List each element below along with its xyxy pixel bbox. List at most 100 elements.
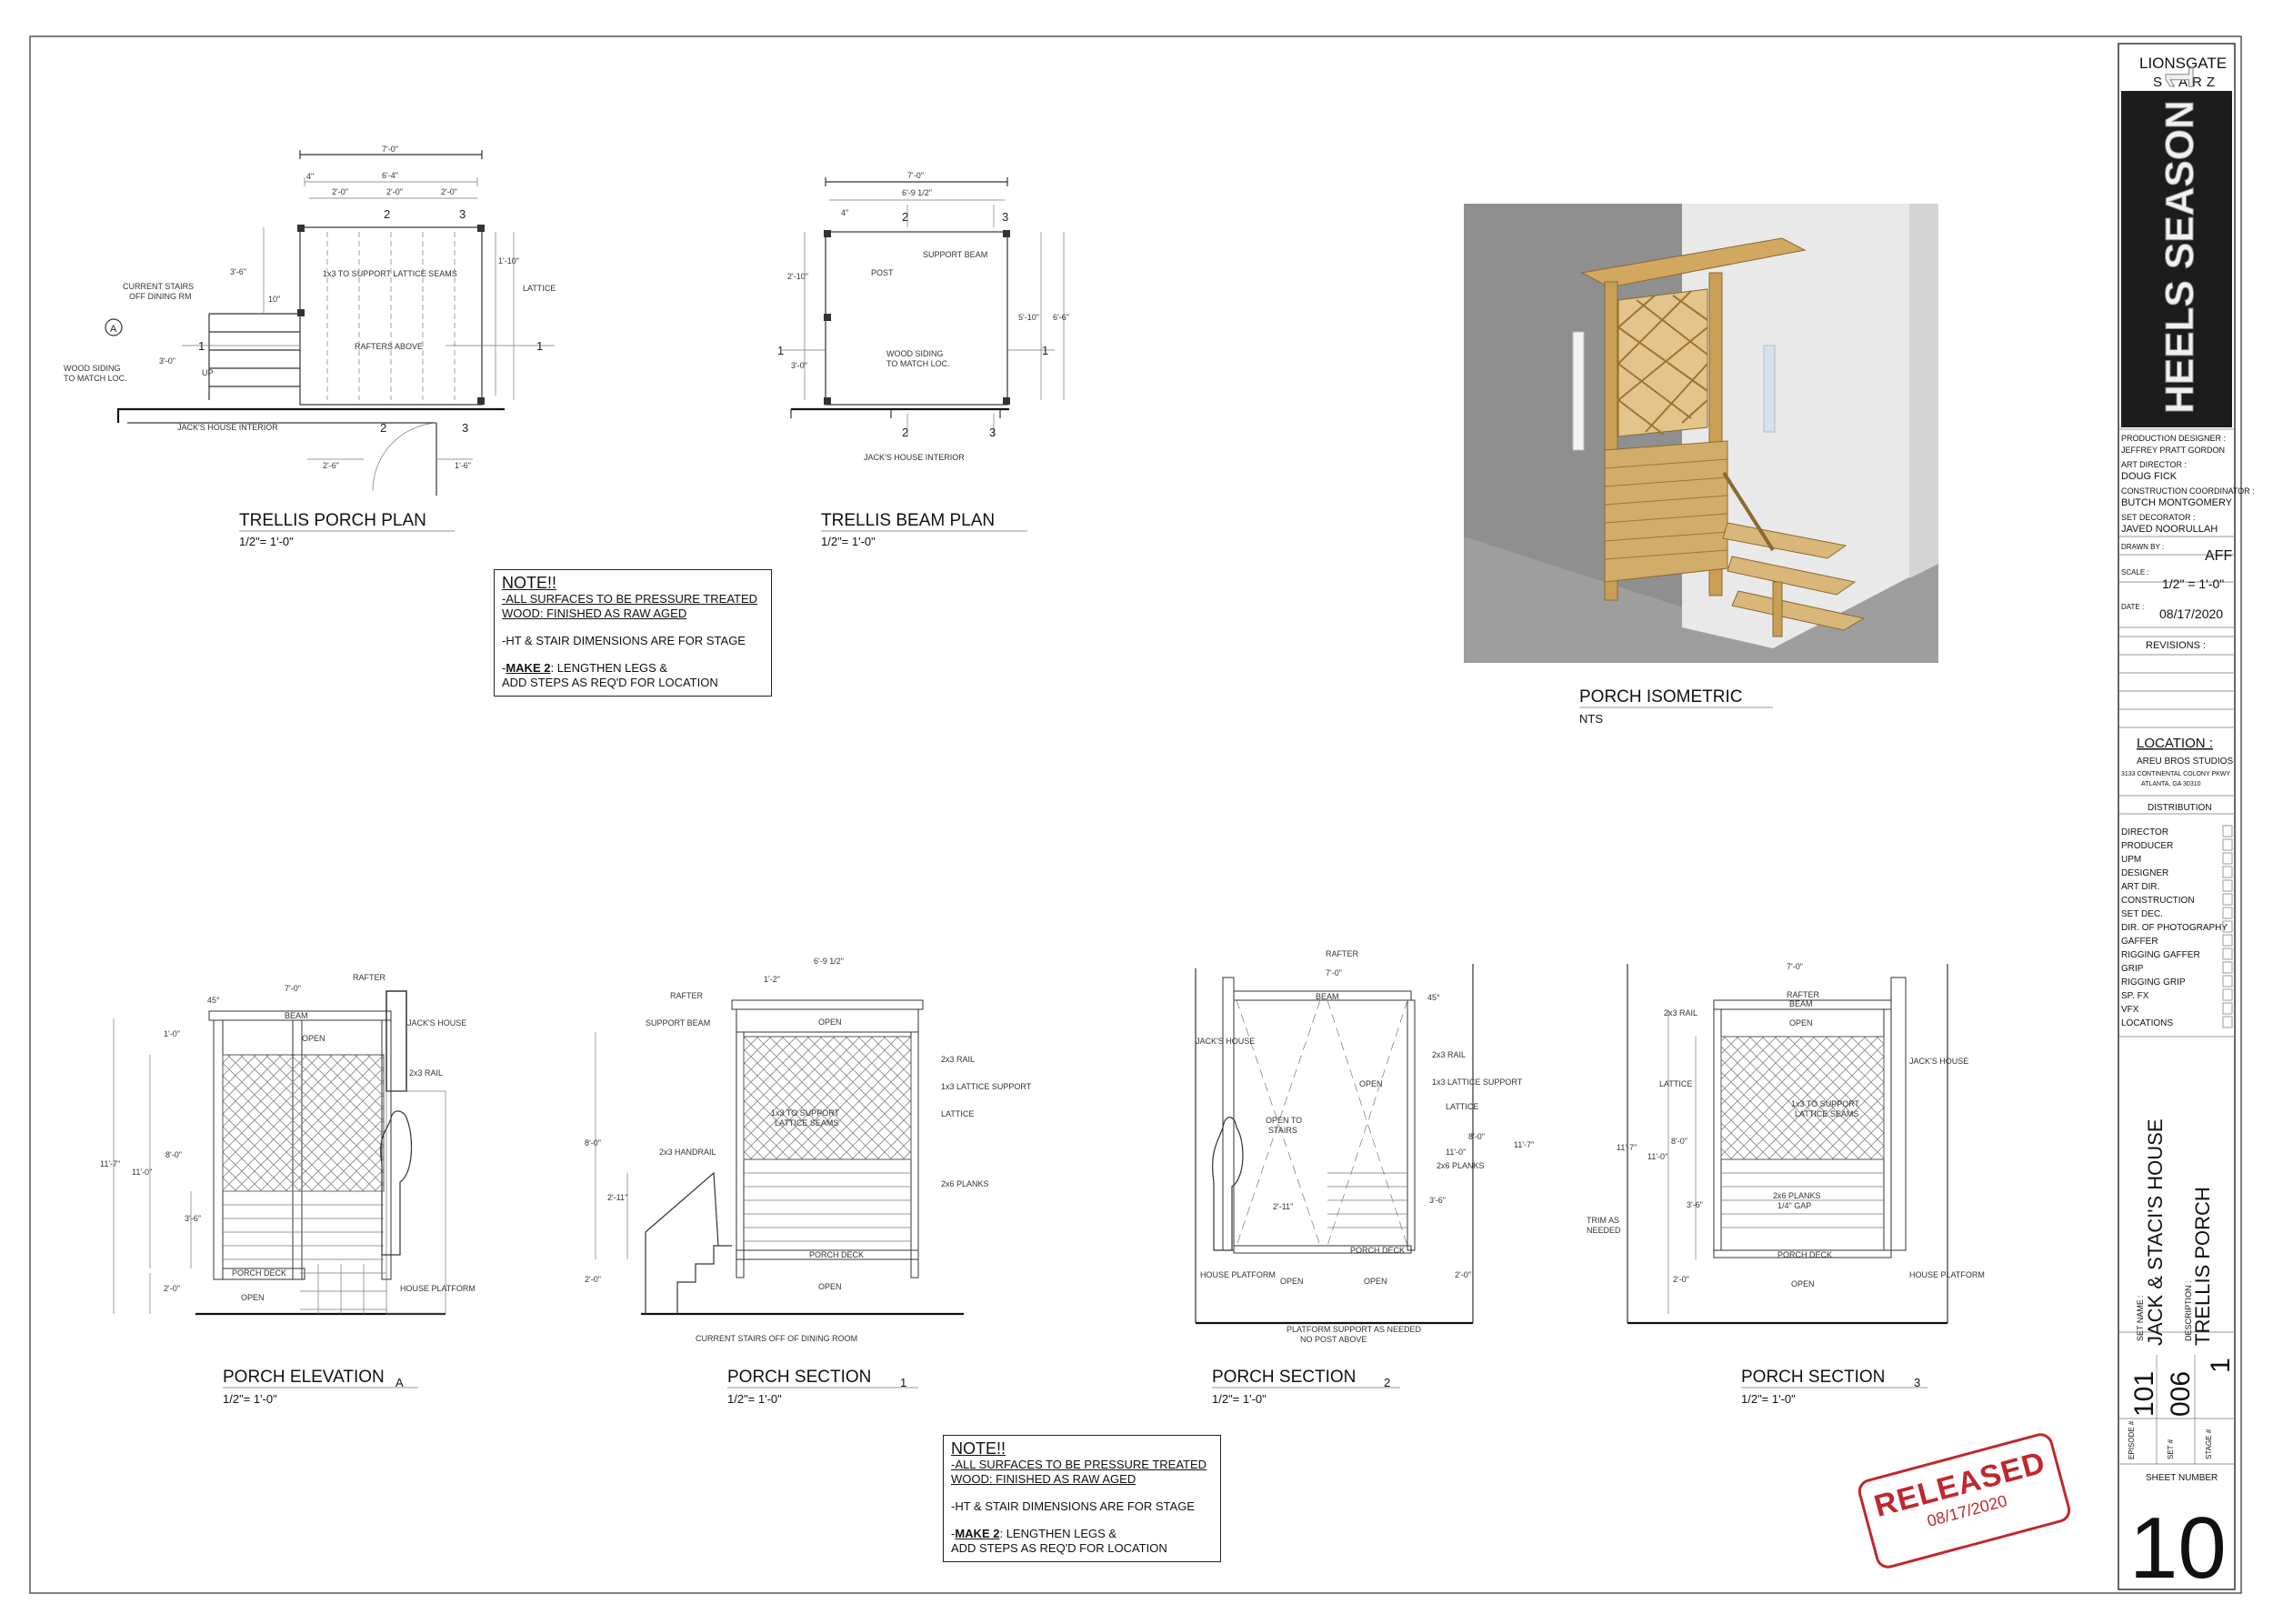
distribution-checkbox[interactable] — [2222, 988, 2233, 1001]
distribution-checkbox[interactable] — [2222, 825, 2233, 837]
tb-date-label: DATE : — [2121, 603, 2144, 611]
section3-title: PORCH SECTION — [1741, 1368, 1885, 1387]
sec3-dim-8-0: 8'-0" — [1671, 1137, 1687, 1146]
title-block-frame — [2118, 43, 2236, 1590]
tb-set-decorator-label: SET DECORATOR : — [2121, 513, 2196, 522]
house-wall-inner — [127, 422, 437, 496]
distribution-checkbox[interactable] — [2222, 975, 2233, 987]
plan-dim-1-6: 1'-6" — [455, 461, 471, 470]
beam-marker-3-top: 3 — [1002, 210, 1008, 224]
post — [824, 397, 831, 405]
tb-location-3: ATLANTA, GA 30310 — [2141, 781, 2201, 787]
plan-marker-2-bottom: 2 — [380, 421, 386, 435]
plan-interior: JACK'S HOUSE INTERIOR — [177, 423, 278, 432]
plan-current-stairs: CURRENT STAIRS — [123, 282, 194, 291]
sec3-dim-11-0: 11'-0" — [1647, 1152, 1667, 1161]
render-planks — [1604, 440, 1728, 583]
section2-marker: 2 — [1384, 1376, 1390, 1389]
render-plank-lines — [1604, 458, 1728, 560]
post — [1003, 230, 1010, 237]
tb-drawn-by-label: DRAWN BY : — [2121, 543, 2164, 551]
elev-dims — [113, 1018, 192, 1314]
sec1-open-bottom: OPEN — [818, 1282, 842, 1291]
distribution-checkbox[interactable] — [2222, 893, 2233, 906]
beam-marker-2-bottom: 2 — [902, 426, 908, 439]
sec2-beam: BEAM — [1316, 992, 1339, 1001]
distribution-checkbox[interactable] — [2222, 1016, 2233, 1028]
post — [824, 230, 831, 237]
distribution-checkbox[interactable] — [2222, 1002, 2233, 1015]
sec2-no-post: NO POST ABOVE — [1300, 1335, 1367, 1344]
sec3-rafter: RAFTER — [1787, 990, 1820, 999]
stair-steps — [676, 1245, 732, 1314]
distribution-checkbox[interactable] — [2222, 879, 2233, 892]
show-banner — [2121, 91, 2232, 427]
distribution-checkbox[interactable] — [2222, 866, 2233, 878]
distribution-checkbox[interactable] — [2222, 907, 2233, 919]
tb-description-label: DESCRIPTION : — [2184, 1280, 2193, 1341]
tb-set-name: JACK & STACI'S HOUSE — [2144, 1118, 2167, 1346]
sec2-dim-7-0: 7'-0" — [1326, 968, 1342, 977]
rafter-band — [731, 999, 924, 1010]
distribution-item: SP. FX — [2121, 991, 2149, 1001]
distribution-item: ART DIR. — [2121, 882, 2159, 892]
tb-location-2: 3133 CONTINENTAL COLONY PKWY — [2121, 771, 2230, 777]
sec3-rail: 2x3 RAIL — [1664, 1008, 1697, 1018]
sec3-dim-7-0: 7'-0" — [1787, 962, 1803, 971]
elevation-marker — [105, 318, 123, 336]
distribution-checkbox[interactable] — [2222, 920, 2233, 933]
elev-dim-2-0: 2'-0" — [164, 1284, 180, 1293]
note-line-4-bold: MAKE 2 — [506, 661, 551, 675]
beam-dim-2-10: 2'-10" — [787, 272, 808, 281]
tb-set: 006 — [2166, 1371, 2196, 1417]
sec2-platform-support: PLATFORM SUPPORT AS NEEDED — [1287, 1325, 1422, 1334]
render-window — [1572, 331, 1585, 451]
sec2-lattice-support: 1x3 LATTICE SUPPORT — [1432, 1078, 1523, 1087]
sec3-needed: NEEDED — [1587, 1226, 1621, 1235]
handrail — [645, 1171, 719, 1314]
porch-section-3: 7'-0" RAFTER BEAM 2x3 RAIL OPEN JACK'S H… — [1587, 962, 1985, 1325]
elev-jacks-house: JACK'S HOUSE — [407, 1018, 466, 1028]
planks — [744, 1172, 911, 1242]
sec3-seams-2: LATTICE SEAMS — [1795, 1109, 1858, 1118]
distribution-checkbox[interactable] — [2222, 838, 2233, 851]
note-line-4-rest: : LENGTHEN LEGS & — [550, 661, 668, 675]
plan-dim-4: 4" — [306, 172, 314, 181]
beam-support-beam: SUPPORT BEAM — [923, 250, 987, 259]
porch-deck — [1233, 1245, 1412, 1254]
sec2-jacks-house: JACK'S HOUSE — [1196, 1037, 1255, 1046]
tb-revisions-label: REVISIONS : — [2146, 640, 2206, 651]
tb-episode: 101 — [2129, 1371, 2159, 1417]
sec2-planks: 2x6 PLANKS — [1437, 1161, 1485, 1170]
elev-dim-8-0: 8'-0" — [165, 1150, 182, 1159]
plan-rafters-above: RAFTERS ABOVE — [355, 342, 423, 351]
beam-dim-3-0: 3'-0" — [791, 361, 807, 370]
cut-lines — [1627, 964, 1948, 1323]
section2-title: PORCH SECTION — [1212, 1368, 1356, 1387]
elev-dim-1-0: 1'-0" — [164, 1029, 180, 1038]
distribution-checkbox[interactable] — [2222, 961, 2233, 974]
distribution-checkbox[interactable] — [2222, 947, 2233, 960]
house-wall-line — [116, 407, 505, 423]
distribution-checkbox[interactable] — [2222, 934, 2233, 947]
plan-lattice: LATTICE — [523, 284, 556, 293]
beam-post: POST — [871, 268, 894, 277]
sec2-rafter: RAFTER — [1326, 949, 1359, 958]
plan-up: UP — [202, 368, 214, 377]
elev-45: 45° — [207, 996, 220, 1005]
render-step — [1722, 522, 1847, 559]
sec1-current-stairs: CURRENT STAIRS OFF OF DINING ROOM — [696, 1334, 857, 1343]
tb-construction-label: CONSTRUCTION COORDINATOR : — [2121, 486, 2255, 496]
sec2-45: 45° — [1427, 993, 1440, 1002]
distribution-item: DIR. OF PHOTOGRAPHY — [2121, 923, 2228, 933]
beam — [1233, 990, 1412, 1001]
distribution-checkbox[interactable] — [2222, 852, 2233, 865]
plan-marker-2-top: 2 — [384, 207, 390, 221]
beam-marker-3-bottom: 3 — [989, 426, 996, 439]
open-x — [1236, 999, 1408, 1247]
tb-stage-label: STAGE # — [2205, 1429, 2213, 1459]
tb-episode-label: EPISODE # — [2128, 1420, 2136, 1459]
plan-dim-3-6: 3'-6" — [230, 267, 246, 276]
